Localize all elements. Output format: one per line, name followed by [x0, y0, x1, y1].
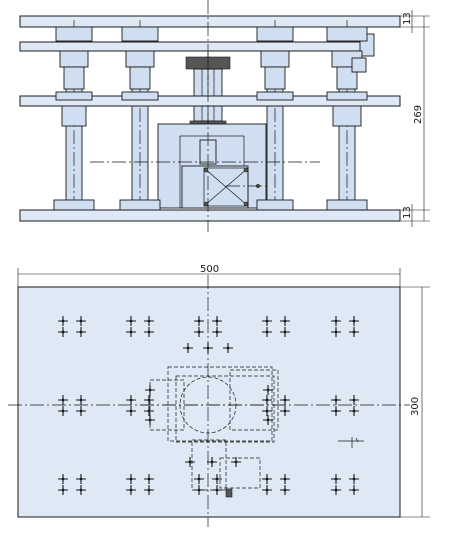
mounting-hole: [129, 319, 133, 323]
mounting-hole: [129, 477, 133, 481]
bushing: [256, 26, 294, 42]
mounting-hole: [334, 398, 338, 402]
plan-base-plate: [17, 286, 401, 518]
mounting-hole: [147, 330, 151, 334]
mounting-hole: [234, 460, 238, 464]
mounting-hole: [352, 398, 356, 402]
front-dimensions: 13 269 13: [400, 10, 430, 227]
mounting-hole: [334, 488, 338, 492]
mounting-hole: [265, 409, 269, 413]
mounting-hole: [215, 477, 219, 481]
dim-bottom-plate-thickness: 13: [402, 206, 413, 219]
mounting-hole: [352, 319, 356, 323]
mounting-hole: [226, 346, 230, 350]
mounting-hole: [61, 409, 65, 413]
mounting-hole: [352, 488, 356, 492]
mounting-hole: [266, 388, 270, 392]
mounting-hole: [283, 409, 287, 413]
dim-plate-width: 500: [200, 264, 219, 275]
dim-overall-height: 269: [413, 105, 424, 124]
mounting-hole: [61, 319, 65, 323]
collar: [264, 66, 286, 90]
mounting-hole: [61, 488, 65, 492]
upper-bushings: [55, 26, 368, 90]
plan-view: 500 300: [8, 264, 430, 527]
mounting-hole: [129, 330, 133, 334]
mounting-hole: [352, 477, 356, 481]
mounting-hole: [147, 477, 151, 481]
mounting-hole: [79, 409, 83, 413]
mounting-hole: [352, 409, 356, 413]
base-plate: [19, 209, 401, 222]
dim-plate-depth: 300: [410, 397, 421, 416]
side-knob: [351, 57, 367, 73]
mounting-hole-patterns: [58, 316, 359, 495]
middle-bushings: [55, 91, 368, 127]
mounting-hole: [61, 330, 65, 334]
mounting-hole: [61, 477, 65, 481]
clamp: [59, 50, 89, 68]
mounting-hole: [206, 346, 210, 350]
bushing: [55, 26, 93, 42]
mounting-hole: [334, 409, 338, 413]
mounting-hole: [334, 319, 338, 323]
mounting-hole: [129, 488, 133, 492]
mounting-hole: [79, 319, 83, 323]
mounting-hole: [334, 477, 338, 481]
clamp: [125, 50, 155, 68]
mounting-hole: [215, 319, 219, 323]
mounting-hole: [265, 330, 269, 334]
front-view: 13 269 13: [19, 0, 430, 232]
mounting-hole: [61, 398, 65, 402]
mounting-hole: [79, 488, 83, 492]
collar: [129, 66, 151, 90]
upper-guide-bar: [19, 41, 369, 52]
mounting-hole: [352, 330, 356, 334]
mounting-hole: [197, 330, 201, 334]
mounting-hole: [334, 330, 338, 334]
mounting-hole: [283, 488, 287, 492]
mounting-hole: [147, 488, 151, 492]
middle-plate: [19, 95, 401, 107]
mounting-hole: [266, 418, 270, 422]
mounting-hole: [188, 460, 192, 464]
bushing: [121, 26, 159, 42]
mounting-hole: [79, 330, 83, 334]
mounting-hole: [147, 409, 151, 413]
top-plate: [19, 15, 401, 28]
load-cell: [181, 165, 249, 209]
mounting-hole: [79, 477, 83, 481]
mounting-hole: [129, 409, 133, 413]
mounting-hole: [197, 319, 201, 323]
mounting-hole: [186, 346, 190, 350]
mounting-hole: [283, 319, 287, 323]
mounting-hole: [197, 477, 201, 481]
foot-blocks: [53, 199, 368, 211]
mounting-hole: [210, 460, 214, 464]
central-mechanism-hidden: [140, 366, 364, 498]
mounting-hole: [283, 398, 287, 402]
mounting-hole: [283, 477, 287, 481]
mounting-hole: [147, 319, 151, 323]
mounting-hole: [265, 477, 269, 481]
mounting-hole: [79, 398, 83, 402]
mounting-hole: [265, 488, 269, 492]
collar: [336, 66, 358, 90]
load-cell-housing: [90, 123, 320, 209]
clamp: [260, 50, 290, 68]
mounting-hole: [215, 330, 219, 334]
dim-top-plate-thickness: 13: [402, 12, 413, 25]
plan-dimensions: 500 300: [17, 264, 430, 518]
mounting-hole: [265, 398, 269, 402]
mounting-hole: [283, 330, 287, 334]
collar: [63, 66, 85, 90]
bushing: [326, 26, 368, 42]
mounting-hole: [129, 398, 133, 402]
mounting-hole: [265, 319, 269, 323]
